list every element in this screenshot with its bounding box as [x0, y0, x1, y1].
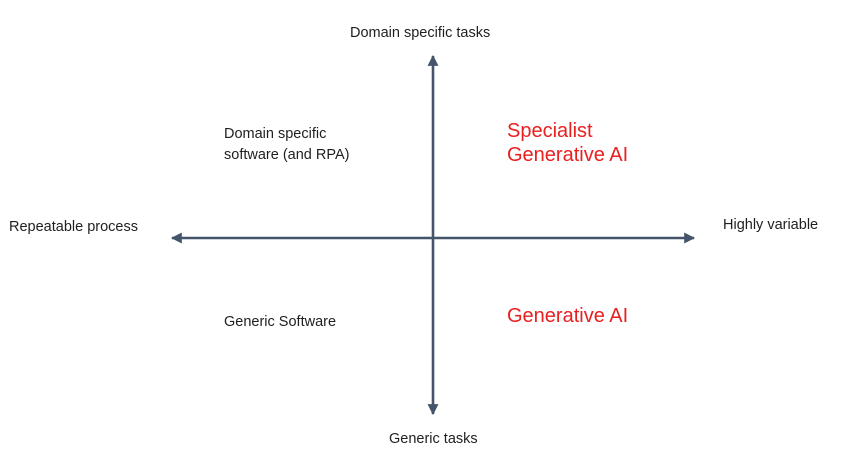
quadrant-bottom-right: Generative AI	[507, 304, 628, 328]
quadrant-bottom-left-line-1: Generic Software	[224, 314, 337, 330]
quadrant-top-right-line-1: Specialist	[507, 120, 593, 142]
axis-label-top: Domain specific tasks	[350, 25, 491, 41]
quadrant-top-right: Specialist Generative AI	[507, 119, 628, 167]
quadrant-top-left: Domain specific software (and RPA)	[224, 124, 349, 166]
axis-label-left: Repeatable process	[9, 219, 138, 235]
axis-label-bottom: Generic tasks	[389, 431, 478, 447]
quadrant-bottom-left: Generic Software	[224, 312, 336, 333]
axis-label-right: Highly variable	[723, 217, 819, 233]
quadrant-top-right-line-2: Generative AI	[507, 144, 629, 166]
quadrant-top-left-line-2: software (and RPA)	[224, 147, 350, 163]
quadrant-top-left-line-1: Domain specific	[224, 126, 327, 142]
quadrant-bottom-right-line-1: Generative AI	[507, 305, 629, 327]
